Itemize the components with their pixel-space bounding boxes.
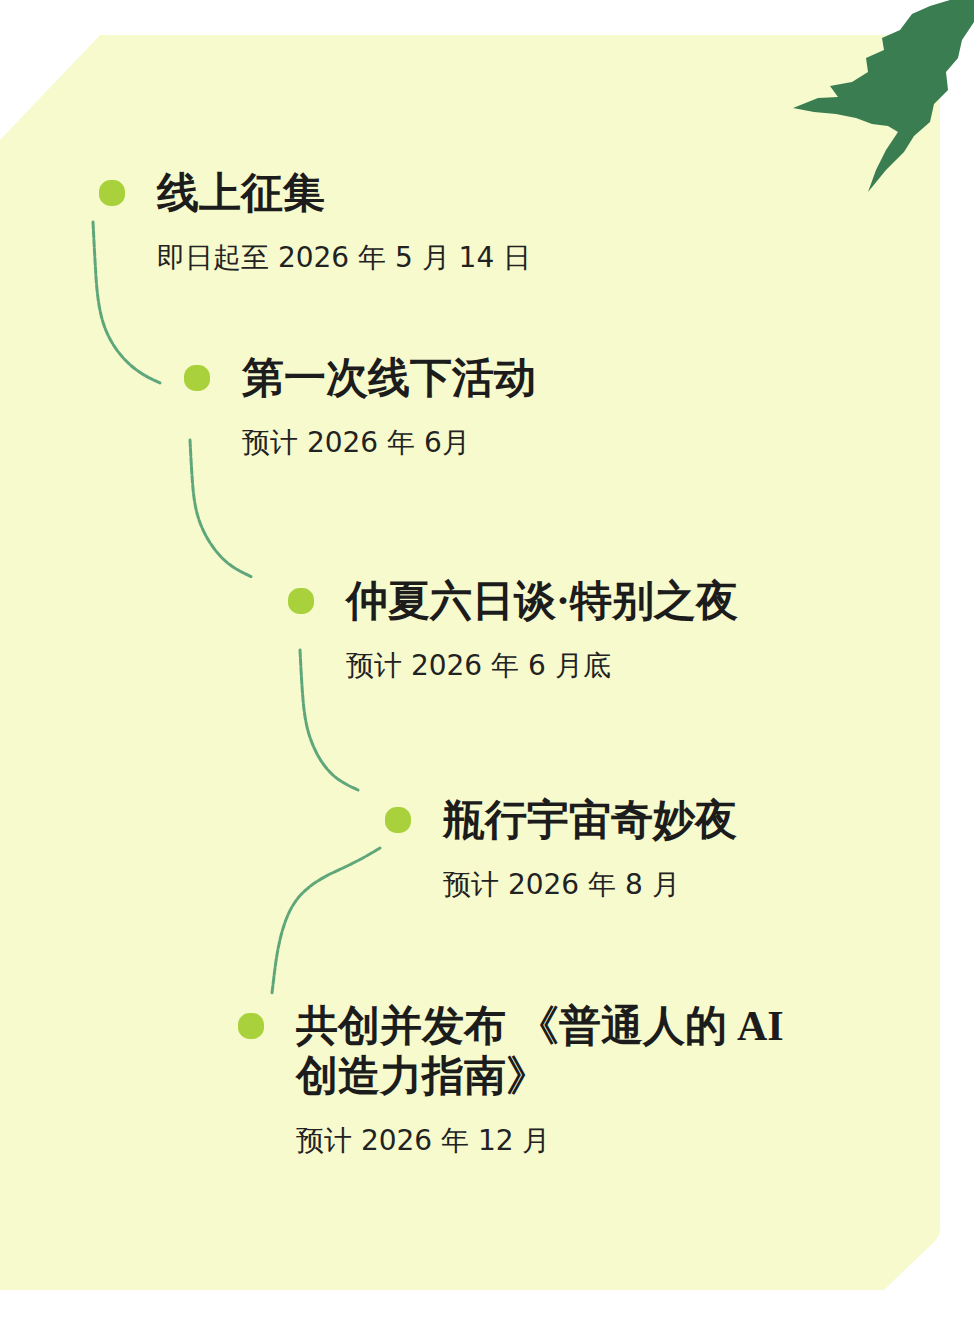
milestone-date: 预计 2026 年 12 月	[296, 1123, 916, 1159]
milestone-title: 仲夏六日谈·特别之夜	[346, 576, 738, 626]
milestone: 仲夏六日谈·特别之夜预计 2026 年 6 月底	[346, 576, 738, 684]
milestone-dot	[99, 180, 125, 206]
milestone-dot	[184, 365, 210, 391]
milestone-date: 预计 2026 年 8 月	[443, 867, 737, 903]
milestone-date: 预计 2026 年 6 月底	[346, 648, 738, 684]
milestone-title: 瓶行宇宙奇妙夜	[443, 795, 737, 845]
milestone-dot	[385, 807, 411, 833]
milestone-dot	[288, 588, 314, 614]
milestone-title: 线上征集	[157, 168, 531, 218]
line-break-spacer	[528, 1101, 916, 1151]
panel-ground	[0, 35, 940, 1290]
milestone-date: 即日起至 2026 年 5 月 14 日	[157, 240, 531, 276]
milestone-date: 预计 2026 年 6月	[242, 425, 536, 461]
milestone-dot	[238, 1013, 264, 1039]
milestone: 线上征集即日起至 2026 年 5 月 14 日	[157, 168, 531, 276]
timeline-connector	[272, 848, 380, 993]
timeline-connector	[190, 440, 252, 577]
timeline-connector	[93, 222, 160, 383]
milestone-title: 第一次线下活动	[242, 353, 536, 403]
milestone: 瓶行宇宙奇妙夜预计 2026 年 8 月	[443, 795, 737, 903]
milestone: 第一次线下活动预计 2026 年 6月	[242, 353, 536, 461]
milestone-title: 共创并发布 《普通人的 AI 创造力指南》	[296, 1001, 916, 1101]
milestone: 共创并发布 《普通人的 AI 创造力指南》预计 2026 年 12 月	[296, 1001, 916, 1159]
leaf-illustration	[793, 0, 974, 192]
